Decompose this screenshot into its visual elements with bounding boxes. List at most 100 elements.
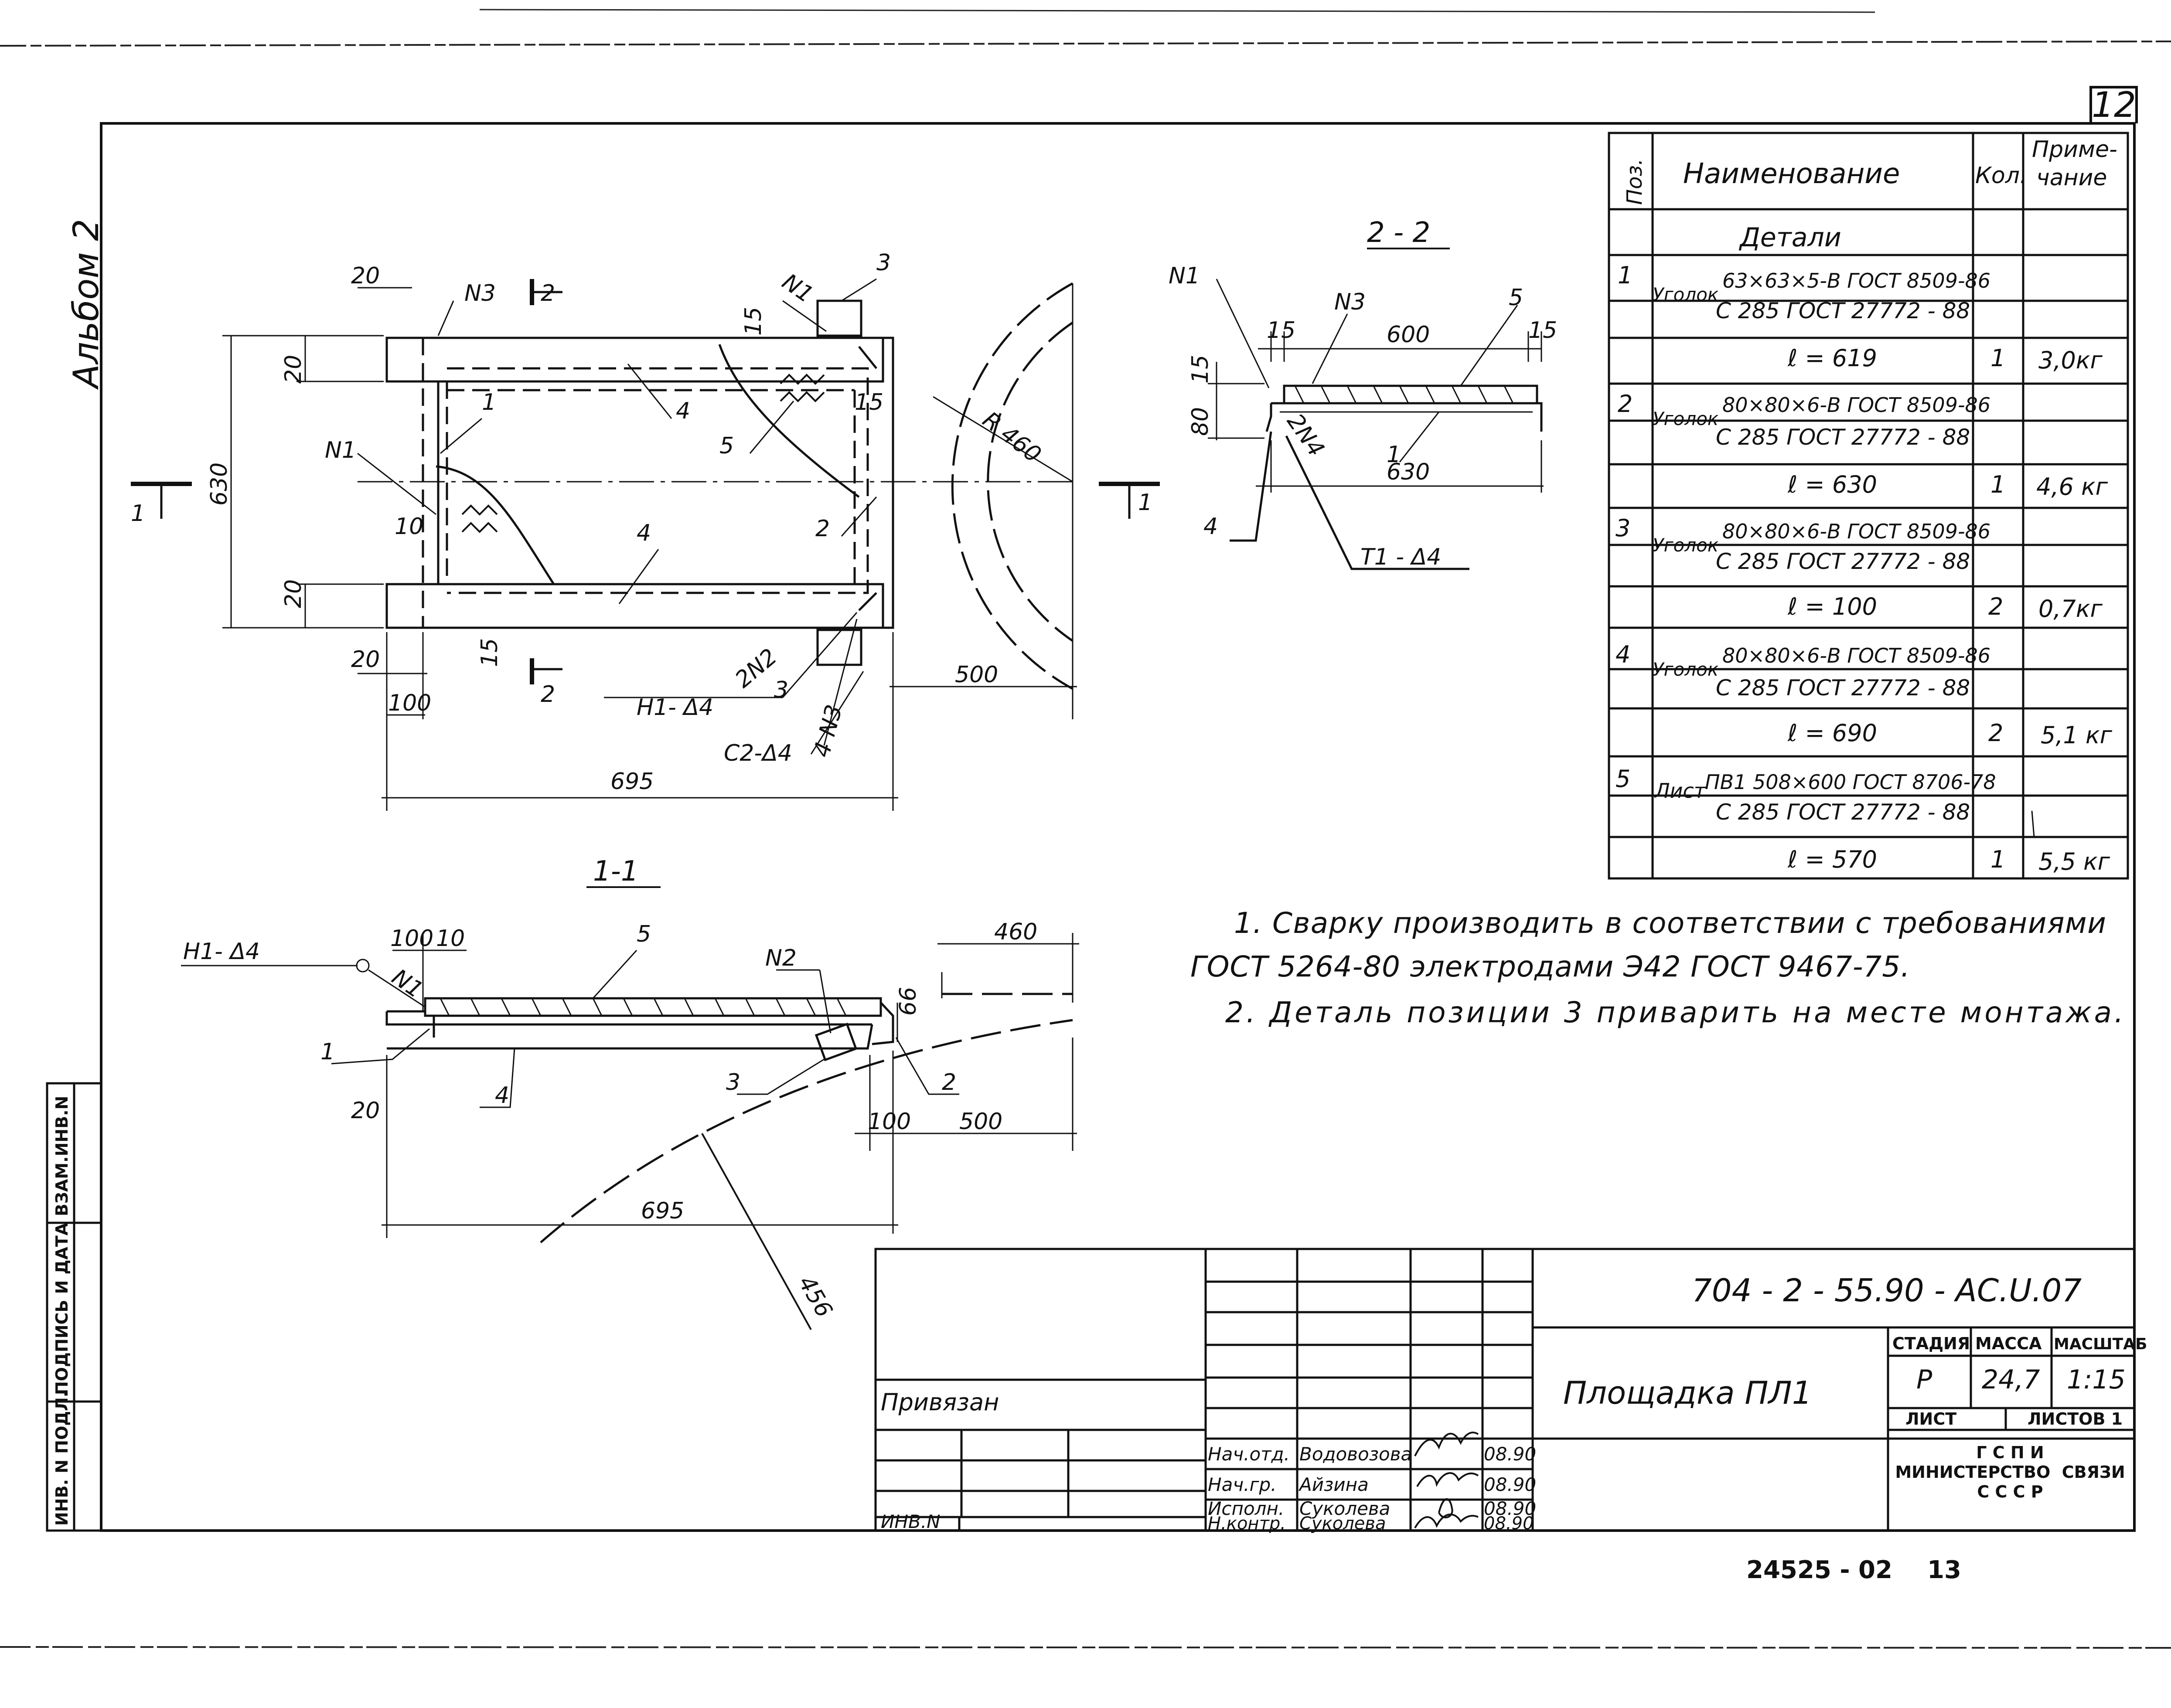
- plan-dim-10: 10: [395, 514, 423, 540]
- plan-dim-15c: 15: [477, 638, 503, 667]
- drawing-title: Площадка ПЛ1: [1563, 1375, 1812, 1411]
- side-stamp: [46, 1082, 102, 1532]
- plan-callout-n1a: N1: [777, 269, 818, 308]
- plan-section-1a: 1: [131, 500, 145, 527]
- spec-row-1-qty: 1: [1990, 344, 2005, 372]
- spec-row-5-pos: 5: [1615, 765, 1630, 793]
- staff-1-name: Водовозова: [1299, 1443, 1412, 1465]
- spec-row-3-kind: Уголок: [1653, 534, 1719, 556]
- staff-4-role: Н.контр.: [1208, 1514, 1286, 1534]
- plan-dim-15a: 15: [740, 307, 767, 336]
- spec-row-4-length: ℓ = 690: [1787, 719, 1877, 747]
- plan-weld-h1: H1- Δ4: [637, 694, 713, 721]
- s22-600: 600: [1387, 322, 1430, 348]
- spec-row-2-pos: 2: [1618, 390, 1633, 418]
- spec-row-2-note: 4,6 кг: [2036, 473, 2108, 500]
- spec-section-title: Детали: [1738, 222, 1841, 253]
- list-header: ЛИСТ: [1905, 1409, 1956, 1429]
- spec-table-text: Поз. Наименование Кол. Приме- чание Дета…: [1615, 136, 2117, 875]
- plan-dim-630: 630: [206, 463, 232, 506]
- section-2-2-title: 2 - 2: [1367, 217, 1430, 249]
- staff-2-date: 08.90: [1484, 1474, 1536, 1495]
- spec-row-3-line2: С 285 ГОСТ 27772 - 88: [1716, 549, 1970, 574]
- title-block: [874, 1248, 2136, 1532]
- note-line-3: 2. Деталь позиции 3 приварить на месте м…: [1225, 996, 2123, 1029]
- privyazan-label: Привязан: [881, 1388, 999, 1416]
- spec-row-1-length: ℓ = 619: [1787, 344, 1877, 372]
- inv-n-label: ИНВ.N: [881, 1511, 941, 1532]
- plan-dim-20c: 20: [280, 579, 307, 608]
- spec-row-2-length: ℓ = 630: [1787, 471, 1877, 498]
- s11-radius: 456: [793, 1272, 838, 1322]
- spec-header-pos: Поз.: [1622, 159, 1647, 205]
- s11-3: 3: [726, 1069, 740, 1096]
- spec-row-2-line1: 80×80×6-В ГОСТ 8509-86: [1722, 393, 1990, 417]
- stage-header: СТАДИЯ: [1892, 1334, 1970, 1353]
- s22-5: 5: [1509, 285, 1523, 311]
- s11-n2: N2: [765, 945, 797, 971]
- side-stamp-vzam: ВЗАМ.ИНВ.N: [52, 1096, 72, 1216]
- plan-callout-1: 1: [482, 389, 496, 415]
- s11-weld: H1- Δ4: [183, 939, 260, 965]
- s11-100b: 100: [868, 1109, 911, 1135]
- spec-row-3-note: 0,7кг: [2038, 595, 2103, 623]
- mass-header: МАССА: [1975, 1334, 2042, 1353]
- spec-row-5-kind: Лист: [1654, 779, 1706, 803]
- plan-weld-4n3: 4 N3: [809, 702, 848, 760]
- plan-dim-500: 500: [955, 662, 998, 688]
- section-1-1: [181, 886, 1079, 1330]
- s22-1: 1: [1387, 442, 1401, 468]
- sheet-number: 12: [2092, 85, 2136, 125]
- footer-num: 13: [1927, 1556, 1961, 1584]
- title-block-text: 704 - 2 - 55.90 - АС.U.07 Привязан ИНВ.N…: [881, 1272, 2147, 1534]
- staff-4-name: Суколева: [1299, 1514, 1386, 1534]
- staff-2-role: Нач.гр.: [1208, 1474, 1277, 1495]
- s22-80: 80: [1187, 407, 1213, 436]
- staff-3-role: Исполн.: [1208, 1498, 1284, 1519]
- spec-row-1-note: 3,0кг: [2038, 347, 2103, 374]
- stage-value: Р: [1916, 1364, 1932, 1395]
- plan-dim-695: 695: [610, 769, 654, 795]
- plan-dim-100: 100: [388, 690, 431, 716]
- note-line-1: 1. Сварку производить в соответствии с т…: [1234, 906, 2106, 940]
- plan-callout-5: 5: [719, 433, 734, 459]
- s22-15a: 15: [1267, 317, 1295, 344]
- s11-5: 5: [637, 921, 651, 947]
- album-label: Альбом 2: [66, 219, 106, 390]
- side-stamp-inv: ИНВ. N ПОДЛ.: [52, 1391, 72, 1526]
- plan-dim-15b: 15: [855, 389, 883, 415]
- plan-dim-20d: 20: [351, 646, 380, 673]
- notes: 1. Сварку производить в соответствии с т…: [1190, 906, 2123, 1029]
- spec-table: [1608, 132, 2129, 880]
- s11-460: 460: [994, 919, 1037, 945]
- s11-10: 10: [436, 925, 465, 952]
- plan-section-1b: 1: [1138, 490, 1152, 516]
- spec-row-5-line2: С 285 ГОСТ 27772 - 88: [1716, 800, 1970, 825]
- plan-callout-4a: 4: [676, 398, 690, 424]
- plan-view: [131, 278, 1160, 811]
- spec-header-note2: чание: [2036, 165, 2107, 191]
- spec-row-4-note: 5,1 кг: [2041, 721, 2113, 749]
- s11-2: 2: [942, 1069, 956, 1096]
- spec-header-qty: Кол.: [1975, 163, 2027, 189]
- plan-dim-20b: 20: [280, 355, 307, 384]
- signatures: [1414, 1432, 1479, 1528]
- plan-callout-3b: 3: [774, 677, 788, 703]
- plan-callout-n1b: N1: [325, 437, 356, 463]
- s22-t1: T1 - Δ4: [1360, 544, 1441, 570]
- spec-header-name: Наименование: [1683, 158, 1900, 190]
- s11-1: 1: [320, 1039, 335, 1065]
- section-1-1-labels: 1-1 H1- Δ4 100 10 N1 5 460 N2 66 1 4 3 2…: [183, 855, 1037, 1322]
- spec-row-4-kind: Уголок: [1653, 659, 1719, 680]
- plan-callout-3a: 3: [876, 250, 891, 276]
- org-line-1: Г С П И: [1976, 1443, 2044, 1462]
- side-stamp-sign: ПОДПИСЬ И ДАТА: [52, 1222, 72, 1395]
- spec-row-1-line2: С 285 ГОСТ 27772 - 88: [1716, 298, 1970, 323]
- spec-row-3-length: ℓ = 100: [1787, 593, 1877, 620]
- plan-dim-r460: R 460: [978, 407, 1046, 468]
- mass-value: 24,7: [1982, 1364, 2040, 1395]
- plan-callout-n3: N3: [464, 280, 496, 306]
- spec-row-4-pos: 4: [1615, 641, 1630, 668]
- s22-n1: N1: [1169, 263, 1200, 289]
